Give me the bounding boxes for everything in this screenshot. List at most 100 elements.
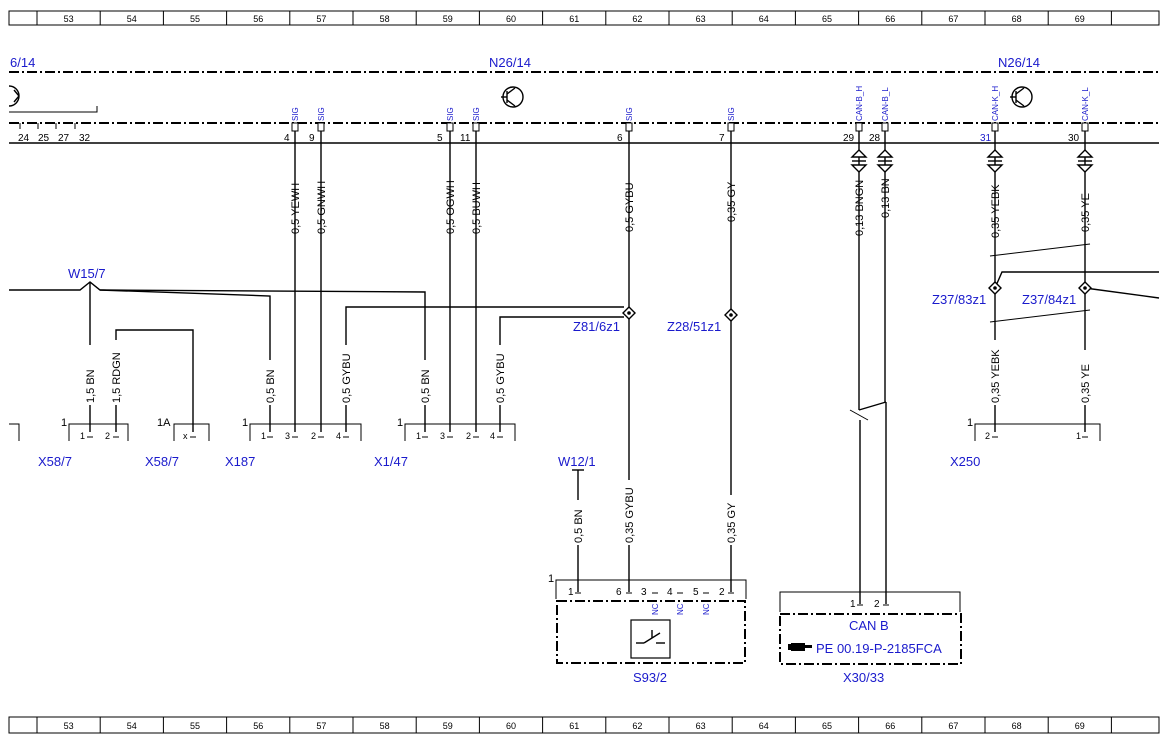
connector-label-s93: S93/2 xyxy=(633,670,667,685)
splice-label-w12: W12/1 xyxy=(558,454,596,469)
w15-node xyxy=(89,281,101,291)
connectors-row: 1 1 2 1A x 1 1 3 2 4 1 1 3 2 4 xyxy=(9,417,1101,469)
svg-text:3: 3 xyxy=(641,587,647,598)
ruler-top-col-63: 63 xyxy=(696,14,706,24)
signal-tag-31: CAN-K_H xyxy=(991,86,1000,121)
ruler-top-col-64: 64 xyxy=(759,14,769,24)
ruler-bottom-col-58: 58 xyxy=(380,721,390,731)
ruler-top-col-69: 69 xyxy=(1075,14,1085,24)
connector-label-x250: X250 xyxy=(950,454,980,469)
can-title: CAN B xyxy=(849,618,889,633)
svg-text:2: 2 xyxy=(466,431,471,441)
ruler-bottom-col-61: 61 xyxy=(569,721,579,731)
wire-label-gybu-s93: 0,35 GYBU xyxy=(624,487,636,543)
svg-text:3: 3 xyxy=(285,431,290,441)
signal-tag-11: SIG xyxy=(472,107,481,121)
wire-label-bn-x147: 0,5 BN xyxy=(420,369,432,403)
signal-tag-7: SIG xyxy=(727,107,736,121)
wire-label-bn-s93: 0,5 BN xyxy=(573,509,585,543)
svg-text:1: 1 xyxy=(397,417,403,429)
connector-x58-a: 1 1 2 xyxy=(61,417,129,441)
splice-label-z28: Z28/51z1 xyxy=(667,319,721,334)
pin-number-9: 9 xyxy=(309,133,315,144)
module-label-left: 6/14 xyxy=(10,55,35,70)
signal-tag-4: SIG xyxy=(291,107,300,121)
signal-tag-30: CAN-K_L xyxy=(1081,87,1090,121)
splice-labels: W15/7 Z81/6z1 Z28/51z1 Z37/83z1 Z37/84z1… xyxy=(68,266,1076,469)
svg-text:x: x xyxy=(183,431,188,441)
splice-label-w15: W15/7 xyxy=(68,266,106,281)
svg-text:3: 3 xyxy=(440,431,445,441)
ruler-bottom-col-63: 63 xyxy=(696,721,706,731)
wire-label-gybu-x147: 0,5 GYBU xyxy=(495,353,507,403)
pin-number-29: 29 xyxy=(843,133,855,144)
ruler-bottom-col-68: 68 xyxy=(1012,721,1022,731)
ruler-top-col-66: 66 xyxy=(885,14,895,24)
wire-label-pin-11: 0,5 BUWH xyxy=(471,182,483,234)
ruler-top-col-55: 55 xyxy=(190,14,200,24)
connector-label-x187: X187 xyxy=(225,454,255,469)
switch-s93: 1 1 6 3 4 5 2 NC NC NC S93/2 xyxy=(548,573,747,685)
mid-wire-labels: 1,5 BN 1,5 RDGN 0,5 BN 0,5 GYBU 0,5 BN 0… xyxy=(84,340,1092,545)
connector-x250: 1 2 1 xyxy=(967,417,1101,441)
ruler-bottom-col-64: 64 xyxy=(759,721,769,731)
signal-tag-9: SIG xyxy=(317,107,326,121)
pin-number-6: 6 xyxy=(617,133,623,144)
svg-text:NC: NC xyxy=(651,603,660,615)
svg-text:1A: 1A xyxy=(157,417,171,429)
module-label-center: N26/14 xyxy=(489,55,531,70)
connector-label-x147: X1/47 xyxy=(374,454,408,469)
wire-twist xyxy=(858,401,887,411)
transistor-icon-center xyxy=(501,86,524,108)
twist-line-top xyxy=(989,243,1091,257)
ruler-bottom-col-56: 56 xyxy=(253,721,263,731)
can-arrow-1085 xyxy=(1076,149,1094,173)
wire-label-pin-5: 0,5 OGWH xyxy=(445,180,457,234)
splice-label-z37-83: Z37/83z1 xyxy=(932,292,986,307)
module-pin-7: SIG 7 0,35 GY xyxy=(719,107,738,222)
wire-label-pin-7: 0,35 GY xyxy=(726,181,738,222)
ruler-top-col-59: 59 xyxy=(443,14,453,24)
pin-number-7: 7 xyxy=(719,133,725,144)
ruler-bottom-col-67: 67 xyxy=(948,721,958,731)
svg-text:5: 5 xyxy=(693,587,699,598)
ruler-top-col-53: 53 xyxy=(64,14,74,24)
ruler-top-col-54: 54 xyxy=(127,14,137,24)
connector-label-x30: X30/33 xyxy=(843,670,884,685)
ruler-top-col-67: 67 xyxy=(948,14,958,24)
signal-tag-6: SIG xyxy=(625,107,634,121)
connector-x58-b: 1A x xyxy=(157,417,210,441)
svg-text:1: 1 xyxy=(416,431,421,441)
connector-x30: 1 2 CAN B PE 00.19-P-2185FCA X30/33 xyxy=(779,591,962,685)
svg-text:4: 4 xyxy=(667,587,673,598)
ruler-top-col-65: 65 xyxy=(822,14,832,24)
svg-text:4: 4 xyxy=(336,431,341,441)
ruler-bottom-col-65: 65 xyxy=(822,721,832,731)
svg-text:2: 2 xyxy=(719,587,725,598)
left-bracket xyxy=(9,106,98,113)
can-arrow-885 xyxy=(876,149,894,173)
push-switch-icon xyxy=(630,619,671,659)
pin-number-11: 11 xyxy=(460,133,471,144)
ruler-top-col-61: 61 xyxy=(569,14,579,24)
module-pin-11: SIG 11 0,5 BUWH xyxy=(460,107,483,234)
ruler-top-col-62: 62 xyxy=(632,14,642,24)
ruler-top-col-56: 56 xyxy=(253,14,263,24)
svg-text:1: 1 xyxy=(61,417,67,429)
wire-label-bn-x187: 0,5 BN xyxy=(265,369,277,403)
can-reference-link[interactable]: PE 00.19-P-2185FCA xyxy=(816,641,942,656)
connector-x187: 1 1 3 2 4 xyxy=(242,417,362,441)
ruler-bottom-col-62: 62 xyxy=(632,721,642,731)
ruler-bottom-col-54: 54 xyxy=(127,721,137,731)
svg-text:1: 1 xyxy=(548,573,554,585)
pin-number-28: 28 xyxy=(869,133,881,144)
